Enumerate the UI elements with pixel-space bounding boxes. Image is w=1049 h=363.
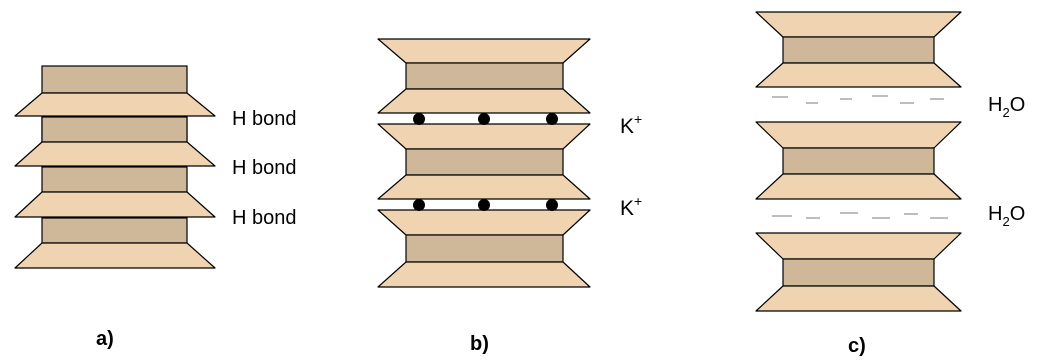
tetrahedral-sheet [377,261,591,288]
potassium-ions-row-2 [413,199,558,211]
formula-subscript: 2 [1002,214,1009,229]
octahedral-sheet [782,258,935,287]
octahedral-sheet [782,36,935,64]
interlayer-label: H bond [232,157,297,179]
potassium-ions-row-1 [413,113,558,125]
tetrahedral-sheet [755,62,962,88]
formula-subscript: 2 [1002,105,1009,120]
panel-label: b) [470,333,489,355]
layer-stack-c [755,11,962,312]
tetrahedral-sheet [377,38,591,64]
potassium-ion [546,113,558,125]
potassium-ion [478,113,490,125]
panel-a: H bond H bond H bond a) [14,65,297,350]
formula-part: H [988,94,1002,116]
formula-part: O [1010,203,1026,225]
interlayer-label: K+ [620,193,642,220]
layer-stack-b [377,38,591,288]
interlayer-label: K+ [620,111,642,138]
ion-charge: + [634,193,642,209]
tetrahedral-sheet [377,209,591,236]
formula-part: O [1010,94,1026,116]
tetrahedral-sheet [755,121,962,149]
ion-symbol: K [620,197,634,220]
potassium-ion [413,199,425,211]
octahedral-sheet [41,65,188,94]
tetrahedral-sheet [377,123,591,150]
formula-part: H [988,203,1002,225]
layer-stack-a [14,65,216,269]
octahedral-sheet [41,217,188,244]
octahedral-sheet [405,148,564,176]
water-molecules-row-1 [772,95,944,104]
interlayer-label: H2O [988,203,1025,229]
panel-label: a) [96,328,114,350]
tetrahedral-sheet [755,11,962,38]
octahedral-sheet [41,166,188,193]
panel-label: c) [848,335,866,357]
ion-symbol: K [620,115,634,138]
potassium-ion [546,199,558,211]
tetrahedral-sheet [755,173,962,200]
octahedral-sheet [405,234,564,263]
tetrahedral-sheet [14,141,216,167]
tetrahedral-sheet [377,174,591,200]
interlayer-label: H2O [988,94,1025,120]
interlayer-label: H bond [232,207,297,229]
tetrahedral-sheet [14,242,216,269]
octahedral-sheet [782,147,935,175]
water-molecules-row-2 [772,212,948,219]
interlayer-label: H bond [232,108,297,130]
panel-c: H2O H2O c) [755,11,1025,357]
tetrahedral-sheet [14,92,216,117]
octahedral-sheet [41,116,188,143]
potassium-ion [413,113,425,125]
tetrahedral-sheet [755,232,962,260]
tetrahedral-sheet [14,191,216,218]
panel-b: K+ K+ b) [377,38,642,355]
potassium-ion [478,199,490,211]
tetrahedral-sheet [377,88,591,114]
tetrahedral-sheet [755,285,962,312]
octahedral-sheet [405,62,564,90]
ion-charge: + [634,111,642,127]
